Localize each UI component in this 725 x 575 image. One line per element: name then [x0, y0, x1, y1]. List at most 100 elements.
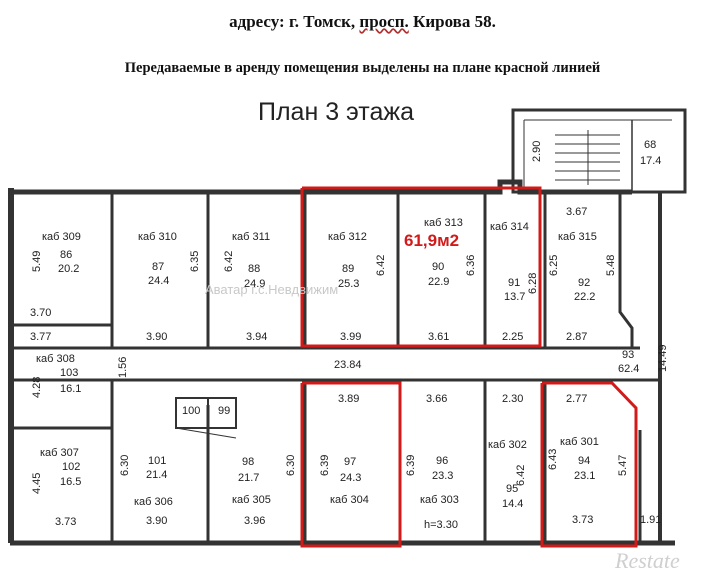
- address-prefix: адресу: г. Томск,: [229, 12, 356, 31]
- room-label: каб 302: [488, 439, 527, 451]
- watermark: Аватар г.с.Невдвижим: [205, 282, 338, 297]
- room-number: 93: [622, 349, 634, 361]
- address-line: адресу: г. Томск, просп. Кирова 58.: [0, 12, 725, 32]
- address-suffix: Кирова 58.: [413, 12, 496, 31]
- dimension: 6.28: [527, 273, 539, 294]
- room-label: каб 307: [40, 447, 79, 459]
- room-number: 100: [182, 405, 200, 417]
- room-labels: каб 309 86 20.2 каб 310 87 24.4 каб 311 …: [36, 139, 661, 510]
- room-area: 13.7: [504, 291, 525, 303]
- dimension: 3.99: [340, 331, 361, 343]
- room-area: 22.2: [574, 291, 595, 303]
- rented-premises-outline: [300, 186, 638, 548]
- dimension: 23.84: [334, 359, 362, 371]
- room-label: каб 304: [330, 494, 369, 506]
- dimension: 3.89: [338, 393, 359, 405]
- room-label: каб 308: [36, 353, 75, 365]
- room-area: 16.1: [60, 383, 81, 395]
- dimension: 5.48: [605, 255, 617, 276]
- dimension: 3.94: [246, 331, 267, 343]
- dimension: 2.90: [531, 141, 543, 162]
- dimension: 6.39: [319, 455, 331, 476]
- room-area: 14.4: [502, 498, 523, 510]
- room-number: 91: [508, 277, 520, 289]
- dimension: 2.25: [502, 331, 523, 343]
- room-label: каб 312: [328, 231, 367, 243]
- room-area: 21.7: [238, 472, 259, 484]
- room-label: каб 314: [490, 221, 529, 233]
- room-number: 90: [432, 261, 444, 273]
- dimension: 6.30: [285, 455, 297, 476]
- dimension: 3.90: [146, 331, 167, 343]
- room-area: 16.5: [60, 476, 81, 488]
- dimension: 6.42: [223, 251, 235, 272]
- dimension-labels: 5.49 6.35 6.42 6.42 6.36 6.28 6.25 5.48 …: [30, 141, 669, 531]
- dimension: 3.66: [426, 393, 447, 405]
- room-number: 102: [62, 461, 80, 473]
- room-label: каб 310: [138, 231, 177, 243]
- room-area: 62.4: [618, 363, 639, 375]
- room-area: 21.4: [146, 469, 167, 481]
- dimension: 3.77: [30, 331, 51, 343]
- dimension: 4.45: [31, 473, 43, 494]
- room-label: каб 306: [134, 496, 173, 508]
- room-number: 68: [644, 139, 656, 151]
- room-number: 103: [60, 367, 78, 379]
- dimension: 3.73: [55, 516, 76, 528]
- dimension: 6.43: [547, 449, 559, 470]
- room-area: 24.9: [244, 278, 265, 290]
- dimension: 4.28: [31, 377, 43, 398]
- dimension: 6.42: [515, 465, 527, 486]
- room-number: 95: [506, 483, 518, 495]
- dimension: 3.73: [572, 514, 593, 526]
- plan-title: План 3 этажа: [258, 98, 414, 126]
- room-label: каб 301: [560, 436, 599, 448]
- room-number: 99: [218, 405, 230, 417]
- dimension: 6.42: [375, 255, 387, 276]
- room-label: каб 303: [420, 494, 459, 506]
- room-number: 89: [342, 263, 354, 275]
- dimension: 5.49: [31, 251, 43, 272]
- dimension: 3.61: [428, 331, 449, 343]
- walls: [8, 108, 687, 546]
- dimension: 2.87: [566, 331, 587, 343]
- room-area: 20.2: [58, 263, 79, 275]
- room-area: 17.4: [640, 155, 661, 167]
- room-number: 98: [242, 456, 254, 468]
- dimension: 1.56: [117, 357, 129, 378]
- room-area: 22.9: [428, 276, 449, 288]
- room-number: 92: [578, 277, 590, 289]
- highlight-area: 61,9м2: [404, 231, 459, 250]
- room-number: 94: [578, 455, 590, 467]
- dimension: 3.90: [146, 515, 167, 527]
- dimension: 6.30: [119, 455, 131, 476]
- room-number: 88: [248, 263, 260, 275]
- dimension: 1.91: [640, 514, 661, 526]
- room-number: 97: [344, 456, 356, 468]
- dimension: 3.96: [244, 515, 265, 527]
- dimension: h=3.30: [424, 519, 458, 531]
- restate-logo: Restate: [614, 548, 680, 573]
- room-number: 86: [60, 249, 72, 261]
- room-area: 23.3: [432, 470, 453, 482]
- dimension: 3.70: [30, 307, 51, 319]
- room-label: каб 305: [232, 494, 271, 506]
- dimension: 5.47: [617, 455, 629, 476]
- dimension: 3.67: [566, 206, 587, 218]
- room-area: 23.1: [574, 470, 595, 482]
- dimension: 6.36: [465, 255, 477, 276]
- rental-note: Передаваемые в аренду помещения выделены…: [124, 60, 601, 76]
- room-label: каб 309: [42, 231, 81, 243]
- dimension: 14.49: [657, 344, 669, 372]
- room-area: 25.3: [338, 278, 359, 290]
- room-number: 87: [152, 261, 164, 273]
- dimension: 2.30: [502, 393, 523, 405]
- room-label: каб 313: [424, 217, 463, 229]
- dimension: 6.39: [405, 455, 417, 476]
- room-number: 96: [436, 455, 448, 467]
- room-label: каб 311: [232, 231, 270, 243]
- dimension: 2.77: [566, 393, 587, 405]
- address-underlined: просп.: [359, 12, 409, 31]
- room-area: 24.4: [148, 275, 169, 287]
